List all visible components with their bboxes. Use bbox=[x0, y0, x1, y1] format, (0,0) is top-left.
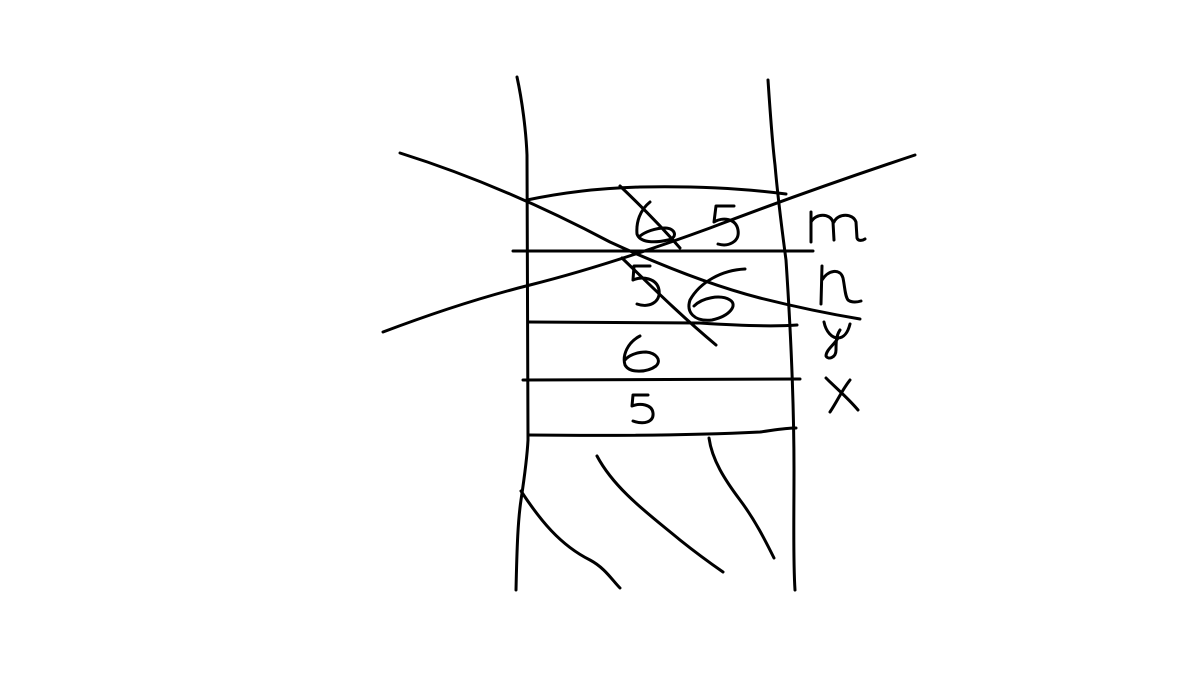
strike-line bbox=[618, 184, 718, 347]
label-n bbox=[819, 264, 863, 306]
slab-boundary-line-3 bbox=[521, 377, 802, 382]
slab-digits bbox=[622, 200, 747, 425]
label-m bbox=[809, 210, 867, 244]
digit-6-slab-3 bbox=[622, 334, 660, 373]
digit-6-slab-1 bbox=[635, 200, 676, 244]
cross-line-descending bbox=[398, 151, 862, 321]
digit-5-slab-4 bbox=[630, 393, 655, 425]
slab-labels bbox=[809, 210, 867, 414]
label-x bbox=[824, 376, 860, 414]
hatch-stroke-2 bbox=[595, 454, 725, 574]
sketch-structure bbox=[381, 75, 917, 592]
slab-top-line bbox=[525, 185, 788, 202]
digit-5-slab-1 bbox=[712, 204, 740, 247]
hatch-stroke-1 bbox=[519, 489, 622, 590]
left-wall-line bbox=[514, 75, 530, 592]
right-wall-line bbox=[766, 78, 797, 592]
label-y bbox=[822, 320, 852, 360]
hatch-stroke-3 bbox=[707, 436, 776, 560]
digit-6-slab-2 bbox=[687, 267, 747, 322]
cross-line-ascending bbox=[381, 153, 917, 334]
slab-boundary-line-2 bbox=[526, 320, 799, 328]
slab-bottom-line bbox=[526, 426, 798, 437]
digit-5-slab-2 bbox=[631, 264, 661, 307]
